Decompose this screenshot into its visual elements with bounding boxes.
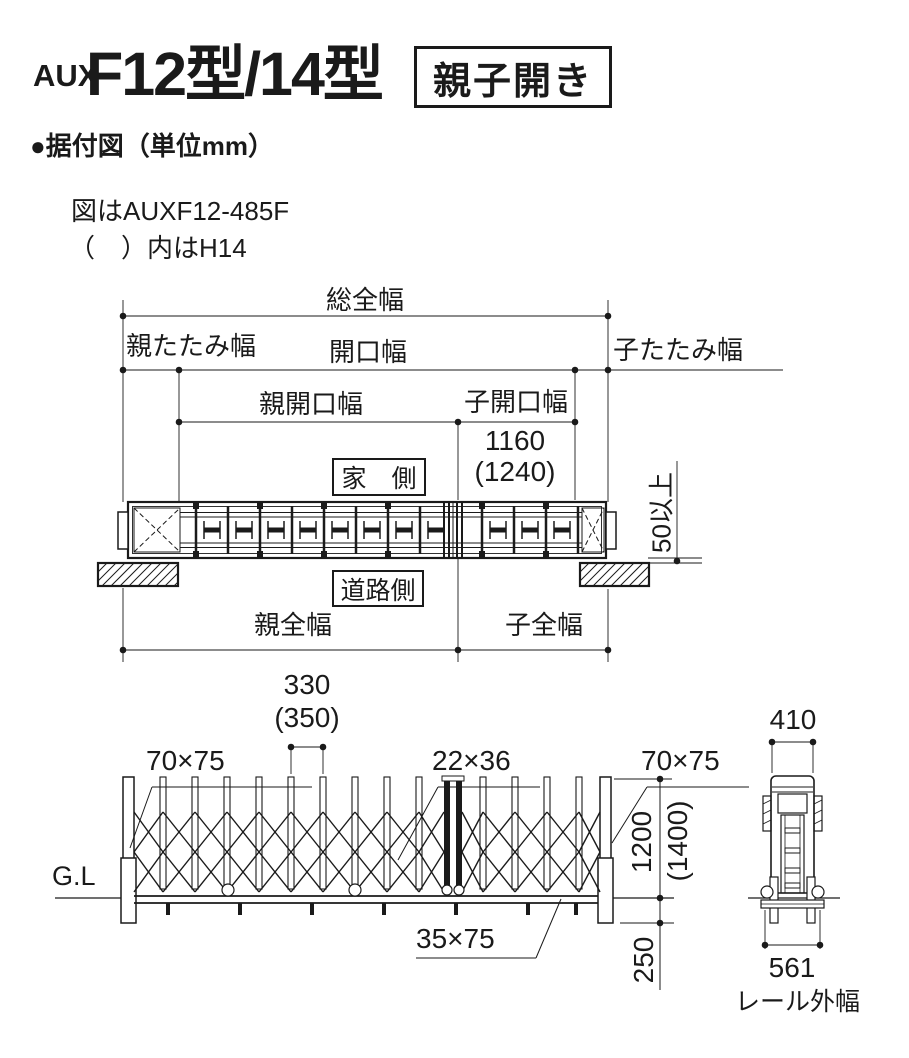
section-heading: ●据付図（単位mm） xyxy=(30,131,274,161)
dim-value-child-opening-h14: (1240) xyxy=(474,456,556,487)
figure-note-line2: （ ）内はH14 xyxy=(69,233,247,263)
dim-label-post-size-right: 70×75 xyxy=(641,745,720,776)
dim-value-embed-depth: 250 xyxy=(628,936,659,984)
brand-prefix: AUX xyxy=(33,58,99,93)
dim-label-opening-width: 開口幅 xyxy=(328,337,407,367)
dim-value-height: 1200 xyxy=(626,810,657,874)
dim-label-parent-full-width: 親全幅 xyxy=(253,610,332,640)
dim-label-parent-opening-width: 親開口幅 xyxy=(258,389,363,419)
opening-type-badge: 親子開き xyxy=(414,46,612,108)
rail-outer-width-caption: レール外幅 xyxy=(735,988,861,1016)
dim-value-rail-outer-width: 561 xyxy=(768,952,816,983)
dim-label-child-full-width: 子全幅 xyxy=(504,610,583,640)
dim-value-height-h14: (1400) xyxy=(662,800,693,882)
dim-value-child-opening: 1160 xyxy=(484,425,546,456)
dim-label-child-opening-width: 子開口幅 xyxy=(463,387,568,417)
dim-label-total-width: 総全幅 xyxy=(325,285,404,315)
road-side-box: 道路側 xyxy=(332,570,424,607)
dim-label-clearance-50min: 50以上 xyxy=(646,472,677,553)
dim-label-parent-fold-width: 親たたみ幅 xyxy=(126,331,257,361)
dim-label-child-fold-width: 子たたみ幅 xyxy=(613,335,744,365)
dim-value-pitch-h14: (350) xyxy=(274,702,340,733)
dim-value-pitch: 330 xyxy=(283,669,331,700)
ground-line-label: G.L xyxy=(52,861,96,891)
dim-value-section-width: 410 xyxy=(769,704,817,735)
dim-label-rail-size: 35×75 xyxy=(416,923,495,954)
product-model-title: F12型/14型 xyxy=(86,40,384,108)
dim-label-post-size-left: 70×75 xyxy=(146,745,225,776)
house-side-box: 家 側 xyxy=(332,458,426,496)
dim-label-lattice-size: 22×36 xyxy=(432,745,511,776)
figure-note-line1: 図はAUXF12-485F xyxy=(71,196,290,226)
